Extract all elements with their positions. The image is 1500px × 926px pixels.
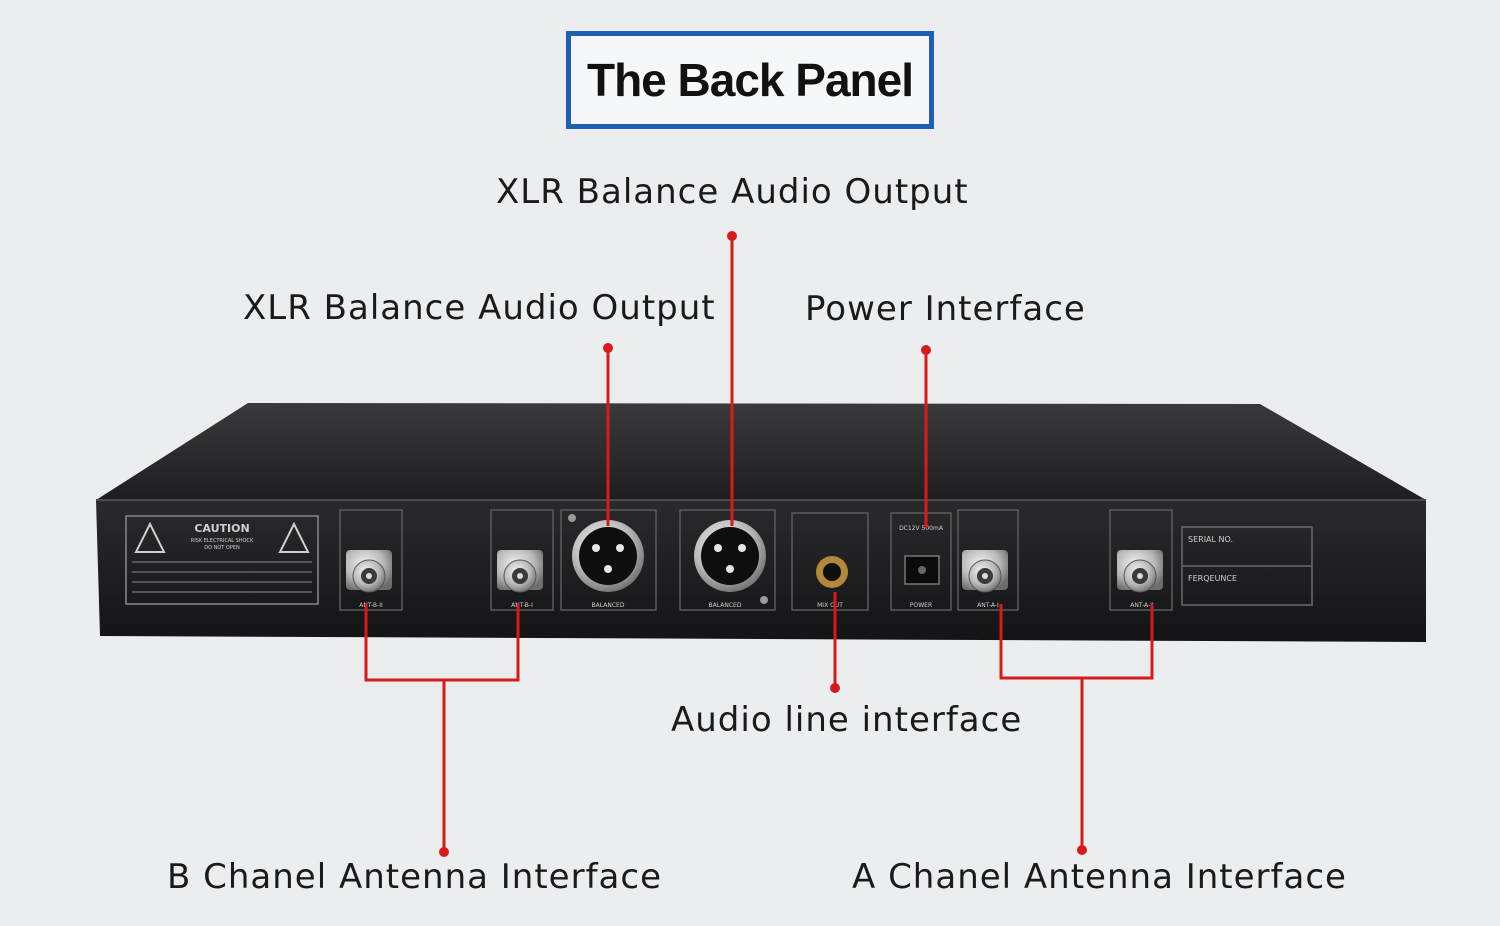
xlr-output-2: BALANCED: [679, 509, 776, 611]
frequency-label: FERQEUNCE: [1188, 574, 1237, 583]
label-xlr-output-top: XLR Balance Audio Output: [496, 172, 969, 212]
callout-lines: [364, 236, 1154, 852]
label-audio-line-interface: Audio line interface: [671, 700, 1023, 740]
serial-frequency-label: SERIAL NO. FERQEUNCE: [1181, 526, 1313, 606]
label-a-channel-antenna: A Chanel Antenna Interface: [852, 857, 1347, 897]
caution-subtitle: RISK ELECTRICAL SHOCK: [191, 538, 254, 544]
callout-dot-a-antenna: [1077, 845, 1087, 855]
mix-out-jack: MIX OUT: [791, 512, 869, 611]
callout-bracket-b-antenna: [364, 604, 520, 682]
ant-a-i-connector: ANT-A-I: [957, 509, 1019, 611]
caution-title: CAUTION: [194, 522, 249, 535]
port-label-balanced-1: BALANCED: [592, 602, 625, 609]
port-label-mix-out: MIX OUT: [817, 602, 843, 609]
serial-no-label: SERIAL NO.: [1188, 535, 1233, 544]
label-b-channel-antenna: B Chanel Antenna Interface: [167, 857, 662, 897]
callout-dot-power: [921, 345, 931, 355]
power-rating: DC12V 500mA: [899, 525, 944, 532]
ant-b-i-connector: ANT-B-I: [490, 509, 554, 611]
callout-dot-xlr-top: [727, 231, 737, 241]
port-label-power: POWER: [910, 602, 932, 609]
callout-bracket-a-antenna: [999, 604, 1154, 680]
callout-dot-audio-line: [830, 683, 840, 693]
caution-label: CAUTION RISK ELECTRICAL SHOCK DO NOT OPE…: [125, 515, 319, 605]
callout-dots: [439, 231, 1087, 857]
xlr-output-1: BALANCED: [560, 509, 657, 611]
label-power-interface: Power Interface: [805, 289, 1086, 329]
label-xlr-output-left: XLR Balance Audio Output: [243, 288, 716, 328]
page-title: The Back Panel: [586, 54, 914, 106]
chassis-top: [96, 403, 1426, 500]
port-label-ant-b-i: ANT-B-I: [511, 602, 533, 609]
title-box: The Back Panel: [566, 31, 934, 129]
port-label-ant-b-ii: ANT-B-II: [359, 602, 383, 609]
caution-subtitle-2: DO NOT OPEN: [204, 545, 240, 551]
port-label-ant-a-i: ANT-A-I: [977, 602, 999, 609]
ant-b-ii-connector: ANT-B-II: [339, 509, 403, 611]
ant-a-ii-connector: ANT-A-II: [1109, 509, 1173, 611]
port-label-balanced-2: BALANCED: [709, 602, 742, 609]
power-connector: DC12V 500mA POWER: [890, 512, 952, 611]
callout-dot-xlr-left: [603, 343, 613, 353]
port-label-ant-a-ii: ANT-A-II: [1130, 602, 1154, 609]
callout-dot-b-antenna: [439, 847, 449, 857]
